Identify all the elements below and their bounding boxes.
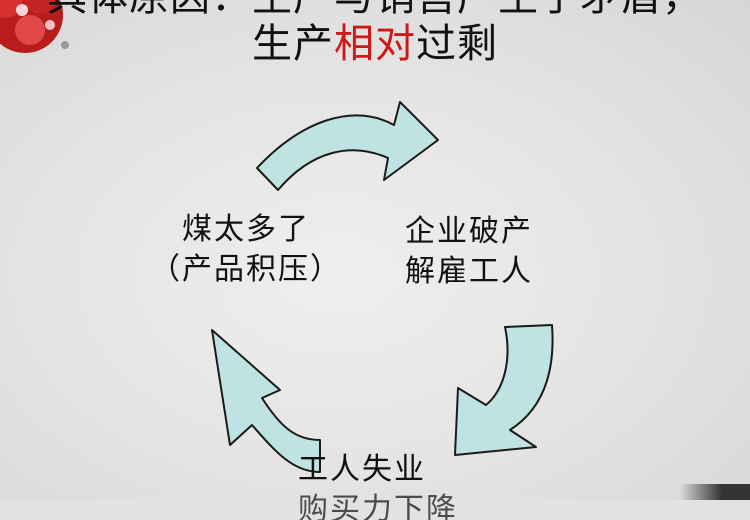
node-unemployment-line-1: 工人失业 xyxy=(298,452,426,487)
node-bankruptcy-line-2: 解雇工人 xyxy=(405,254,533,289)
title-line-2-end: 过剩 xyxy=(416,21,498,67)
red-flower-decoration xyxy=(0,0,69,53)
arrow-left-up xyxy=(211,329,321,473)
arrow-top-right xyxy=(256,101,439,191)
node-overproduction: 煤太多了 （产品积压） xyxy=(150,210,342,290)
node-overproduction-line-1: 煤太多了 xyxy=(182,212,310,247)
corner-shadow xyxy=(680,484,750,500)
title-line-1: 具体原因：生产与销售产生了矛盾， xyxy=(0,0,750,21)
node-overproduction-line-2: （产品积压） xyxy=(150,252,342,287)
node-bankruptcy-line-1: 企业破产 xyxy=(405,214,533,249)
cycle-arrows xyxy=(211,101,554,473)
node-unemployment-line-2: 购买力下降 xyxy=(298,492,458,520)
title-line-2: 生产相对过剩 xyxy=(0,20,750,68)
node-unemployment: 工人失业 购买力下降 xyxy=(298,450,458,520)
arrow-right-down xyxy=(454,324,554,456)
node-bankruptcy: 企业破产 解雇工人 xyxy=(405,212,533,292)
slide-background xyxy=(0,0,750,500)
title-highlight: 相对 xyxy=(334,21,416,67)
title-line-2-start: 生产 xyxy=(252,21,334,67)
